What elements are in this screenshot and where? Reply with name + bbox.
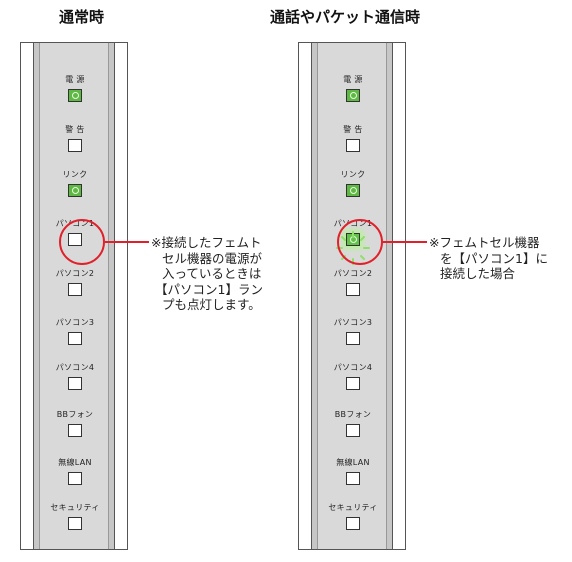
note-line: セル機器の電源が [162, 250, 263, 266]
led-warning-indicator [346, 139, 360, 152]
right-note: ※フェムトセル機器 を【パソコン1】に 接続した場合 [429, 235, 548, 282]
led-pc2-indicator [346, 283, 360, 296]
led-warning: 警 告 [34, 125, 116, 152]
led-link-indicator [346, 184, 360, 197]
led-label: セキュリティ [328, 503, 378, 512]
led-pc2: パソコン2 [34, 269, 116, 296]
led-pc4: パソコン4 [312, 363, 394, 390]
led-power-indicator [346, 89, 360, 102]
note-line: を【パソコン1】に [440, 250, 548, 266]
led-pc3-indicator [346, 332, 360, 345]
led-link-indicator [68, 184, 82, 197]
led-bbphone-indicator [68, 424, 82, 437]
led-bbphone-indicator [346, 424, 360, 437]
left-note: ※接続したフェムト セル機器の電源が 入っているときは 【パソコン1】ラン プも… [151, 235, 263, 313]
led-wireless-lan: 無線LAN [34, 458, 116, 485]
led-pc3-indicator [68, 332, 82, 345]
led-label: 無線LAN [58, 458, 92, 467]
led-label: セキュリティ [50, 503, 100, 512]
led-pc4-indicator [346, 377, 360, 390]
led-wireless-lan-indicator [68, 472, 82, 485]
led-label: 警 告 [343, 125, 363, 134]
note-line: 接続した場合 [440, 266, 516, 281]
led-bbphone: BBフォン [312, 410, 394, 437]
led-link: リンク [34, 170, 116, 197]
left-router-led-column: 電 源 警 告 リンク パソコン1 パソコン2 パソコン3 パソコン4 BBフ [33, 43, 115, 549]
left-callout-circle [59, 219, 105, 265]
note-line: プも点灯します。 [162, 297, 261, 312]
left-callout-line [105, 241, 149, 243]
right-router-led-column: 電 源 警 告 リンク パソコン1 [311, 43, 393, 549]
led-security: セキュリティ [312, 503, 394, 530]
left-rail [108, 43, 114, 549]
led-label: パソコン2 [55, 269, 95, 278]
left-rail [34, 43, 40, 549]
led-label: パソコン3 [333, 318, 373, 327]
led-label: パソコン3 [55, 318, 95, 327]
left-panel-title: 通常時 [59, 8, 105, 26]
led-label: リンク [62, 170, 88, 179]
led-wireless-lan-indicator [346, 472, 360, 485]
led-security: セキュリティ [34, 503, 116, 530]
led-label: 電 源 [65, 75, 85, 84]
led-power: 電 源 [312, 75, 394, 102]
led-label: パソコン4 [333, 363, 373, 372]
left-router-front-panel: 電 源 警 告 リンク パソコン1 パソコン2 パソコン3 パソコン4 BBフ [20, 42, 128, 550]
right-callout-circle [337, 219, 383, 265]
led-pc3: パソコン3 [312, 318, 394, 345]
led-link: リンク [312, 170, 394, 197]
led-security-indicator [68, 517, 82, 530]
led-label: リンク [340, 170, 366, 179]
led-security-indicator [346, 517, 360, 530]
led-pc4: パソコン4 [34, 363, 116, 390]
led-label: パソコン4 [55, 363, 95, 372]
right-router-front-panel: 電 源 警 告 リンク パソコン1 [298, 42, 406, 550]
led-power: 電 源 [34, 75, 116, 102]
note-line: ※フェムトセル機器 [429, 235, 540, 250]
right-panel-title: 通話やパケット通信時 [270, 8, 421, 26]
right-rail [312, 43, 318, 549]
led-pc2: パソコン2 [312, 269, 394, 296]
led-pc3: パソコン3 [34, 318, 116, 345]
led-label: 無線LAN [336, 458, 370, 467]
led-pc2-indicator [68, 283, 82, 296]
led-label: 警 告 [65, 125, 85, 134]
led-pc4-indicator [68, 377, 82, 390]
led-label: 電 源 [343, 75, 363, 84]
led-label: BBフォン [334, 410, 372, 419]
led-label: パソコン2 [333, 269, 373, 278]
note-line: ※接続したフェムト [151, 235, 262, 250]
led-power-indicator [68, 89, 82, 102]
right-callout-line [383, 241, 427, 243]
led-warning-indicator [68, 139, 82, 152]
led-wireless-lan: 無線LAN [312, 458, 394, 485]
note-line: 【パソコン1】ラン [155, 281, 263, 297]
note-line: 入っているときは [162, 266, 262, 281]
led-warning: 警 告 [312, 125, 394, 152]
led-bbphone: BBフォン [34, 410, 116, 437]
right-rail [386, 43, 392, 549]
led-label: BBフォン [56, 410, 94, 419]
